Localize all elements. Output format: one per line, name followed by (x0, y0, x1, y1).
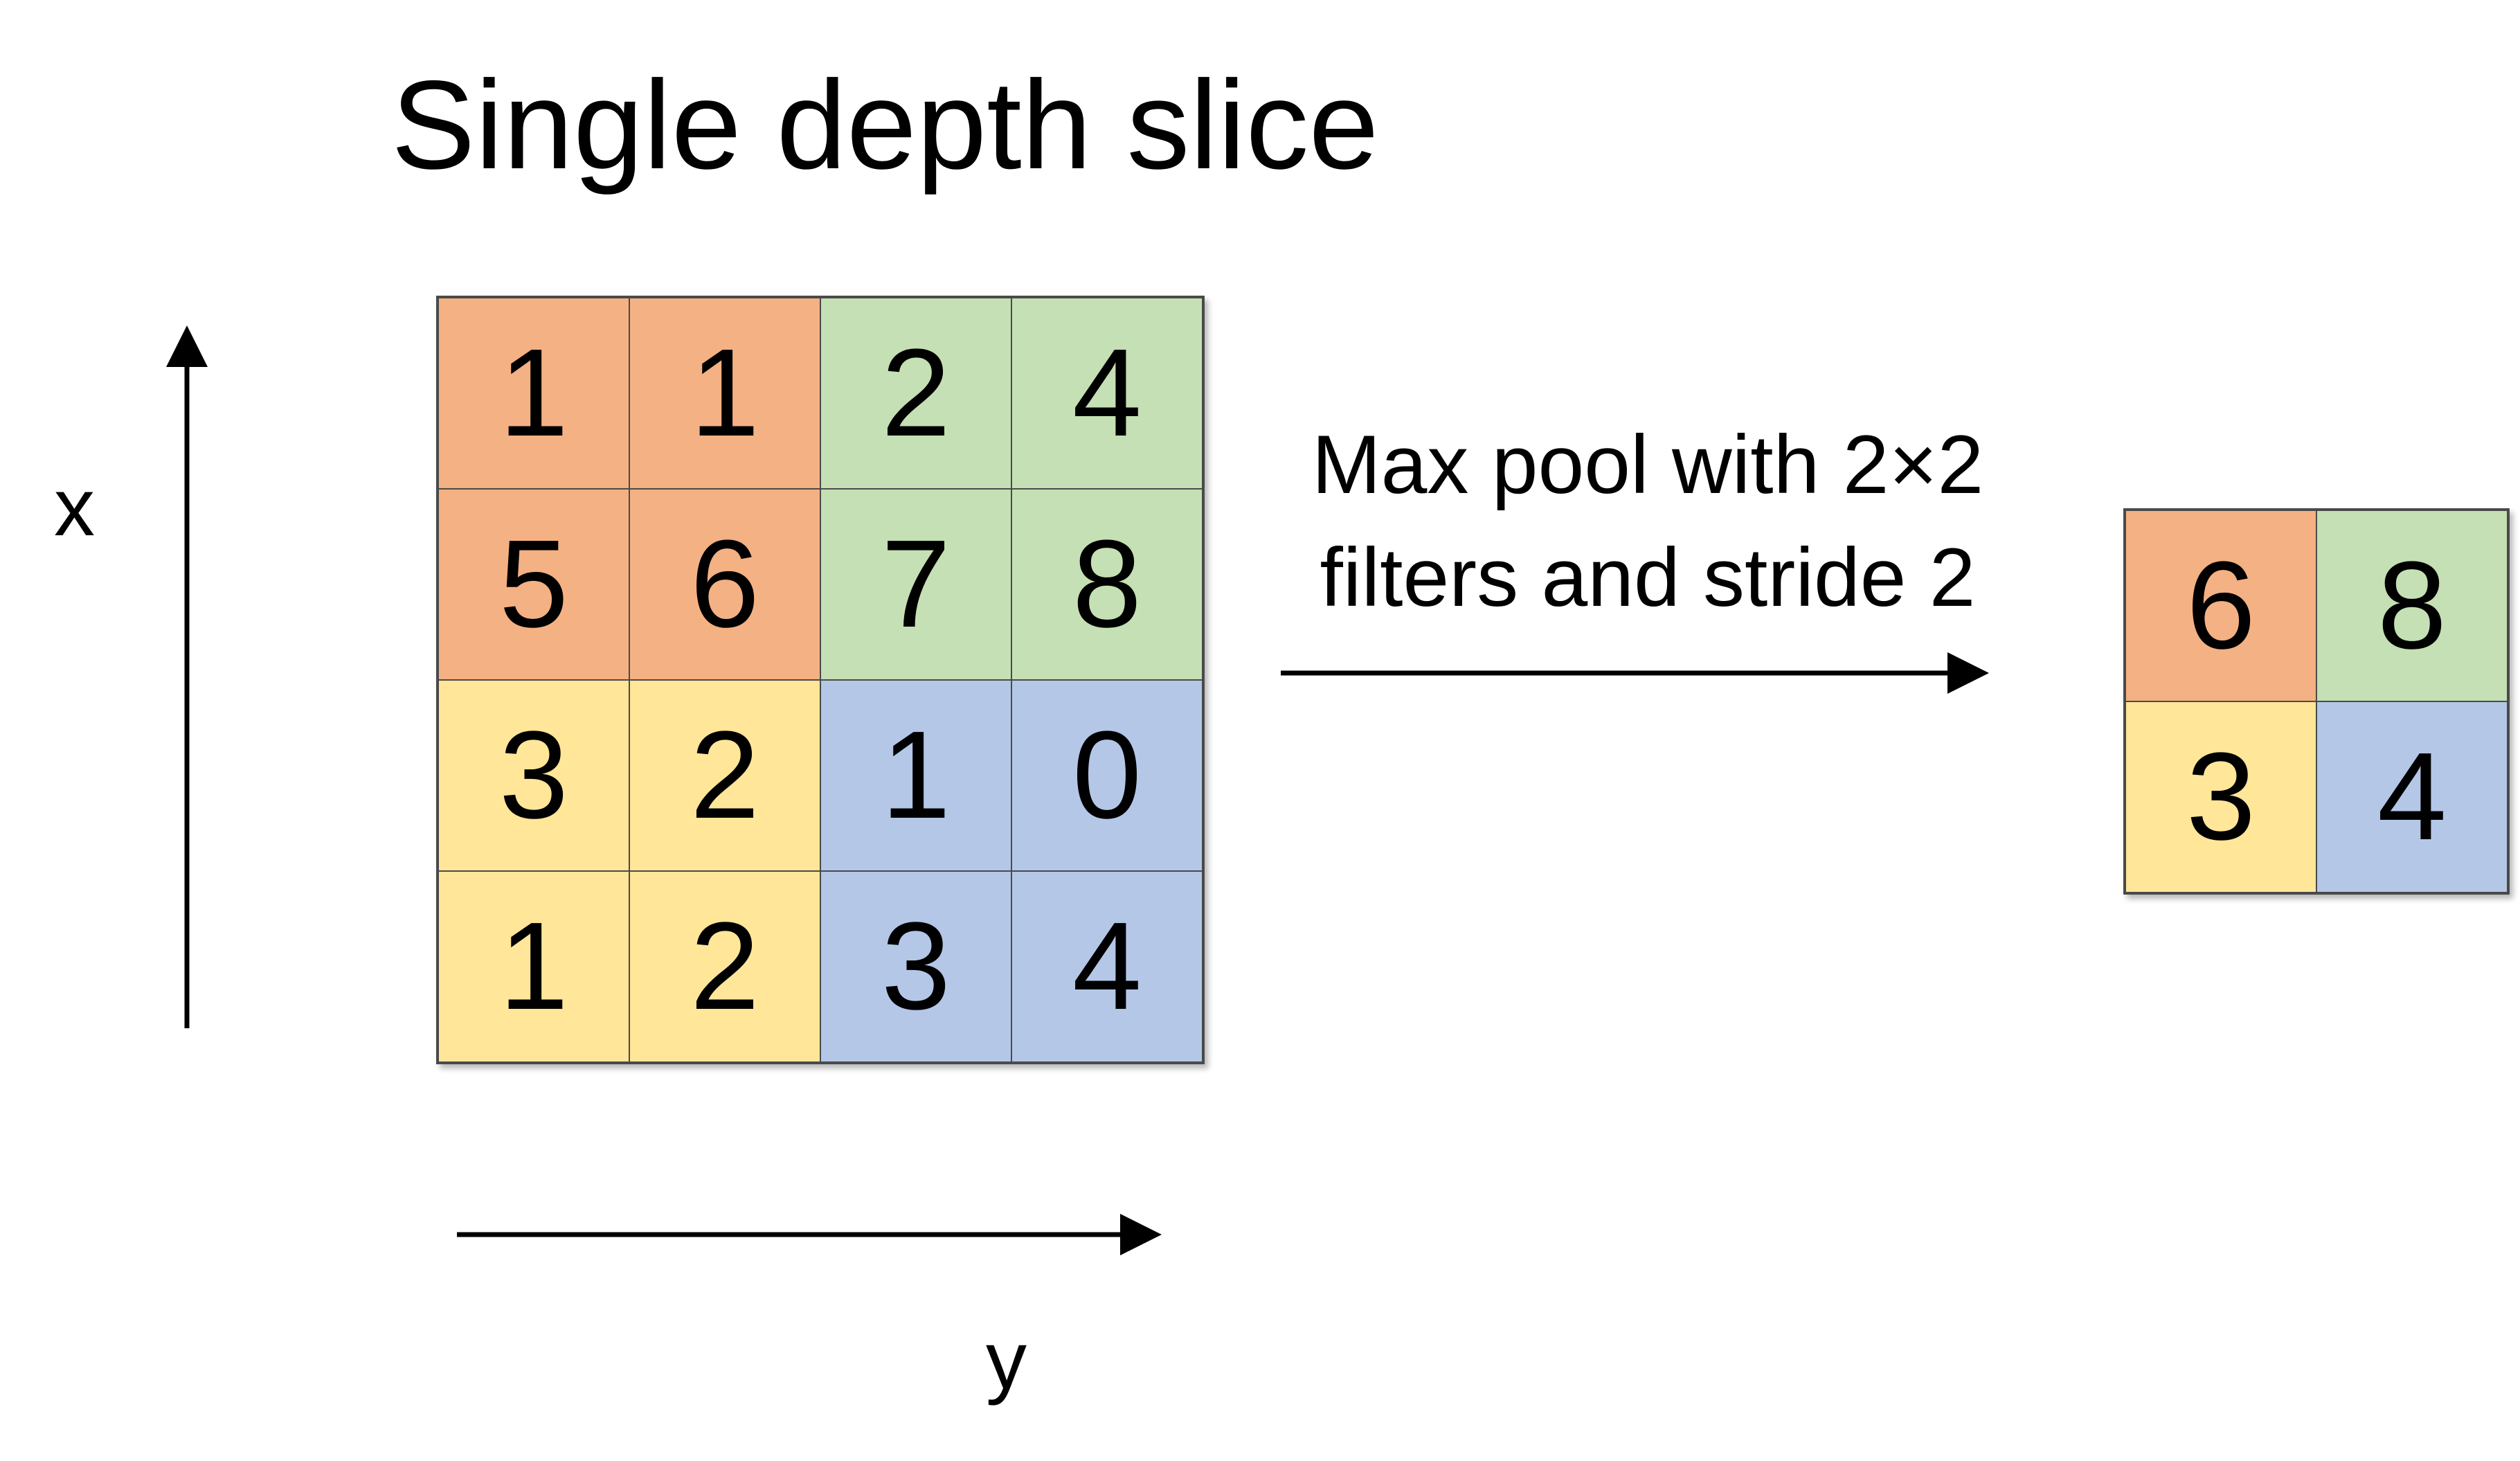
input-grid-cell: 1 (629, 298, 820, 489)
input-grid-cell: 5 (438, 489, 629, 680)
x-axis-label: x (54, 462, 95, 553)
input-grid-cell: 1 (438, 298, 629, 489)
y-axis-label: y (986, 1315, 1027, 1406)
output-grid-cell: 6 (2125, 510, 2316, 701)
input-grid-cell: 3 (820, 871, 1011, 1062)
input-grid-cell: 0 (1011, 680, 1203, 871)
input-grid-cell: 2 (629, 871, 820, 1062)
input-grid-cell: 1 (820, 680, 1011, 871)
input-grid-cell: 2 (820, 298, 1011, 489)
input-grid-cell: 3 (438, 680, 629, 871)
operation-arrow (1281, 652, 1989, 694)
diagram-title: Single depth slice (391, 54, 1379, 195)
operation-caption-line-1: Max pool with 2×2 (1311, 418, 1984, 511)
output-grid-cell: 4 (2316, 701, 2508, 893)
input-grid-cell: 4 (1011, 298, 1203, 489)
operation-caption-line-2: filters and stride 2 (1320, 531, 1976, 624)
input-grid-cell: 6 (629, 489, 820, 680)
input-grid-cell: 1 (438, 871, 629, 1062)
input-grid-cell: 4 (1011, 871, 1203, 1062)
output-grid-cell: 8 (2316, 510, 2508, 701)
vertical-axis-arrow (166, 325, 208, 1028)
input-grid-cell: 8 (1011, 489, 1203, 680)
output-grid-cell: 3 (2125, 701, 2316, 893)
horizontal-axis-arrow (457, 1214, 1162, 1255)
input-grid-cell: 7 (820, 489, 1011, 680)
input-grid-cell: 2 (629, 680, 820, 871)
operation-caption: Max pool with 2×2 filters and stride 2 (1246, 409, 2049, 634)
